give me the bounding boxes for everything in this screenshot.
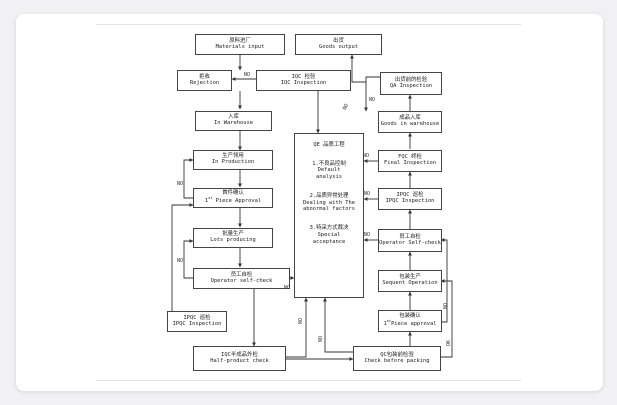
lots-producing-box: 批量生产 Lots producing (193, 228, 273, 248)
first-piece-approval-en: 1st Piece Approval (204, 196, 262, 204)
ipqc-inspection-left-cn: IPQC 巡检 (183, 314, 211, 321)
in-warehouse-cn: 入库 (228, 114, 239, 121)
rejection-box: 拒收 Rejection (177, 70, 232, 91)
ipqc-inspection-right-cn: IPQC 巡检 (396, 192, 424, 199)
no-label-half-center: NO (298, 317, 305, 325)
no-label-selfcheck-right: NO (364, 232, 371, 238)
loop-firstpiece-no (183, 157, 194, 199)
no-label-left-loop1: NO (177, 181, 184, 187)
first-piece-approval-cn: 首件确认 (222, 190, 244, 197)
operator-self-check-left-cn: 员工自检 (230, 271, 253, 278)
first-piece-approval-packing-cn: 包装确认 (399, 313, 421, 320)
no-label-selfcheck-center: NO (284, 285, 291, 291)
qa-inspection-en: QA Inspection (389, 82, 433, 89)
ipqc-inspection-right-en: IPQC Inspection (385, 198, 435, 204)
arrow-half-to-center (286, 297, 309, 358)
no-label-right-outer: NO (443, 302, 450, 310)
goods-in-warehouse-en: Goods in warehouse (380, 121, 440, 127)
ok-label-right-outer: OK (446, 339, 453, 347)
arrow-packing-check-to-center (322, 297, 353, 353)
half-product-check-en: Half-product check (210, 357, 269, 364)
qa-inspection-box: 出货前的检验 QA Inspection (380, 72, 442, 95)
loop-right-outer-bottom (440, 278, 453, 358)
check-before-packing-box: QC包装前检验 Check before packing (353, 346, 441, 371)
half-product-check-box: IQC半成品外检 Half-product check (193, 346, 286, 371)
no-label-qa: NO (369, 97, 376, 103)
no-label-left-loop2: NO (177, 258, 184, 264)
ipqc-inspection-left-en: IPQC Inspection (172, 320, 222, 327)
loop-selfcheck-no (183, 238, 194, 279)
qa-inspection-cn: 出货前的检验 (394, 76, 428, 83)
in-production-cn: 生产领用 (222, 153, 244, 160)
operator-self-check-right-cn: 员工自检 (399, 233, 421, 240)
rejection-cn: 拒收 (199, 73, 210, 80)
arrow-qa-to-goods-output (349, 54, 366, 83)
ipqc-inspection-right-box: IPQC 巡检 IPQC Inspection (378, 188, 442, 210)
operator-self-check-right-box: 员工自检 Operator Self-check (378, 229, 442, 252)
goods-in-warehouse-box: 成品入库 Goods in warehouse (378, 111, 442, 133)
first-piece-approval-packing-box: 包装确认 1stPiece approval (378, 310, 442, 332)
first-piece-approval-box: 首件确认 1st Piece Approval (193, 188, 273, 208)
half-product-check-cn: IQC半成品外检 (221, 351, 258, 358)
sequent-operation-cn: 包装生产 (399, 274, 421, 281)
in-warehouse-box: 入库 In Warehouse (195, 111, 272, 131)
iqc-inspection-en: IQC Inspection (280, 79, 327, 86)
operator-self-check-right-en: Operator Self-check (379, 239, 441, 246)
sequent-operation-box: 包装生产 Sequent Operation (378, 270, 442, 292)
operator-self-check-left-box: 员工自检 Operator self-check (193, 268, 290, 289)
goods-output-box: 出货 Goods output (295, 34, 382, 55)
no-label-ipqc-right: NO (364, 191, 371, 197)
qe-title: QE 品质工程 (313, 142, 345, 148)
no-label-final: NO (363, 153, 370, 159)
lots-producing-en: Lots producing (210, 237, 256, 243)
qe-item-abnormal: 2.品质异常处理 Dealing with The abnormal facto… (303, 192, 355, 213)
final-inspection-box: FQC 终检 Final Inspection (378, 150, 442, 172)
iqc-inspection-box: IQC 检验 IQC Inspection (256, 70, 351, 91)
qe-item-special: 3.特采方式裁决 Special acceptance (309, 225, 349, 245)
materials-input-box: 原料进厂 Materials input (195, 34, 285, 55)
in-production-en: In Production (211, 159, 255, 165)
goods-output-en: Goods output (319, 43, 358, 50)
in-warehouse-en: In Warehouse (214, 120, 253, 126)
iqc-inspection-cn: IQC 检验 (291, 73, 316, 80)
no-label-iqc-reject: NO (244, 72, 251, 78)
no-label-packing-center: NO (318, 335, 325, 343)
operator-self-check-left-en: Operator self-check (210, 277, 273, 284)
qe-item-defect: 1.不良品控制 Default analysis (312, 160, 346, 181)
arrow-ipqc-left-up (171, 202, 194, 311)
sequent-operation-en: Sequent Operation (382, 280, 438, 286)
lots-producing-cn: 批量生产 (222, 231, 244, 238)
first-piece-approval-packing-en: 1stPiece approval (383, 319, 437, 327)
goods-output-cn: 出货 (333, 37, 344, 44)
final-inspection-en: Final Inspection (384, 160, 436, 166)
check-before-packing-en: Check before packing (364, 357, 430, 364)
materials-input-en: Materials input (215, 43, 265, 50)
loop-qa-no (363, 76, 380, 112)
final-inspection-cn: FQC 终检 (398, 154, 422, 161)
check-before-packing-cn: QC包装前检验 (380, 351, 414, 358)
ipqc-inspection-left-box: IPQC 巡检 IPQC Inspection (167, 311, 227, 332)
in-production-box: 生产领用 In Production (193, 150, 273, 170)
materials-input-cn: 原料进厂 (229, 37, 251, 44)
goods-in-warehouse-cn: 成品入库 (399, 115, 421, 122)
rejection-en: Rejection (189, 79, 220, 86)
qe-engineering-box: QE 品质工程 1.不良品控制 Default analysis 2.品质异常处… (294, 133, 364, 298)
